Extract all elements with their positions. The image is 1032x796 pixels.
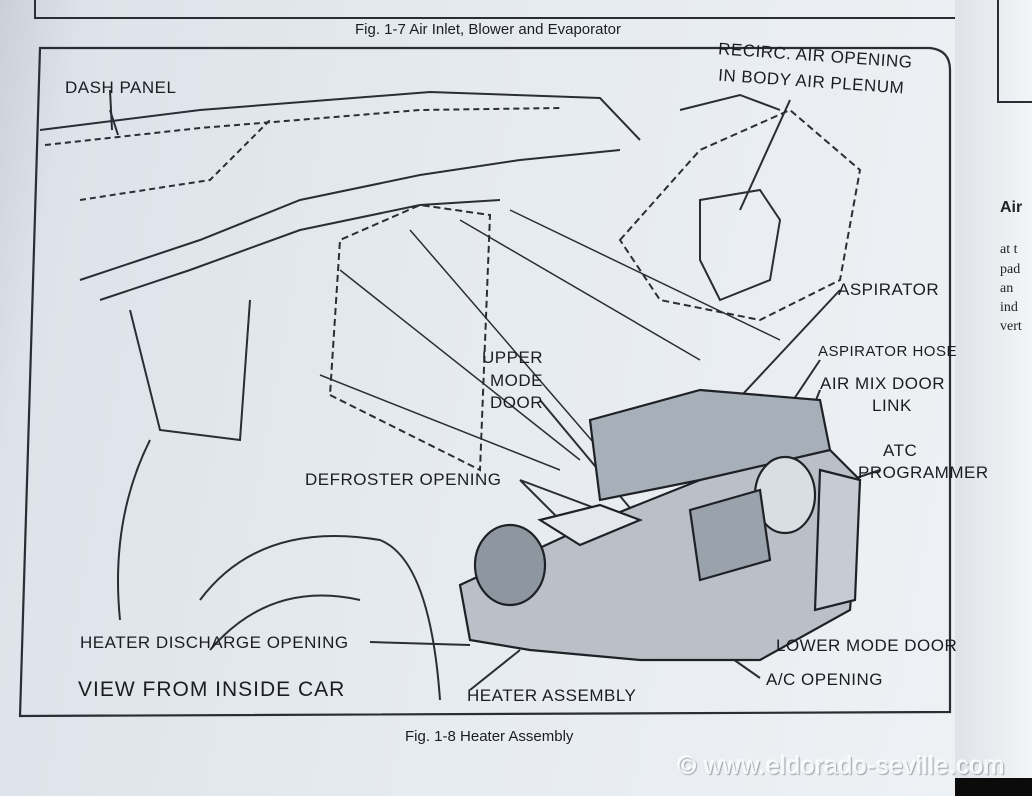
label-upper: UPPER <box>482 348 544 367</box>
next-page-line: vert <box>1000 319 1022 334</box>
label-heater-discharge-opening: HEATER DISCHARGE OPENING <box>80 633 349 652</box>
label-aspirator-hose: ASPIRATOR HOSE <box>818 343 957 360</box>
watermark: © www.eldorado-seville.com <box>678 752 1006 780</box>
label-atc: ATC <box>883 441 918 460</box>
next-page-line: ind <box>1000 300 1018 315</box>
label-defroster-opening: DEFROSTER OPENING <box>305 470 502 489</box>
label-mode: MODE <box>490 371 543 390</box>
next-page-line: pad <box>1000 262 1021 277</box>
label-air-mix-door: AIR MIX DOOR <box>820 374 946 393</box>
label-dash-panel: DASH PANEL <box>65 78 177 97</box>
top-figure-caption: Fig. 1-7 Air Inlet, Blower and Evaporato… <box>355 21 621 38</box>
next-page <box>955 0 1032 796</box>
label-heater-assembly: HEATER ASSEMBLY <box>467 686 637 705</box>
photo-edge <box>955 778 1032 796</box>
next-page-heading: Air <box>1000 199 1023 216</box>
label-programmer: PROGRAMMER <box>858 463 989 482</box>
label-aspirator: ASPIRATOR <box>838 280 940 299</box>
label-ac-opening: A/C OPENING <box>766 670 883 689</box>
label-lower-mode-door: LOWER MODE DOOR <box>776 636 958 655</box>
label-view-from-inside-car: VIEW FROM INSIDE CAR <box>78 678 346 701</box>
bottom-figure-caption: Fig. 1-8 Heater Assembly <box>405 728 574 745</box>
label-door: DOOR <box>490 393 543 412</box>
figure-frame <box>18 46 952 718</box>
next-page-line: at t <box>1000 242 1018 257</box>
label-air-mix-link: LINK <box>872 396 912 415</box>
top-figure-frame <box>34 0 955 19</box>
next-page-line: an <box>1000 281 1014 296</box>
